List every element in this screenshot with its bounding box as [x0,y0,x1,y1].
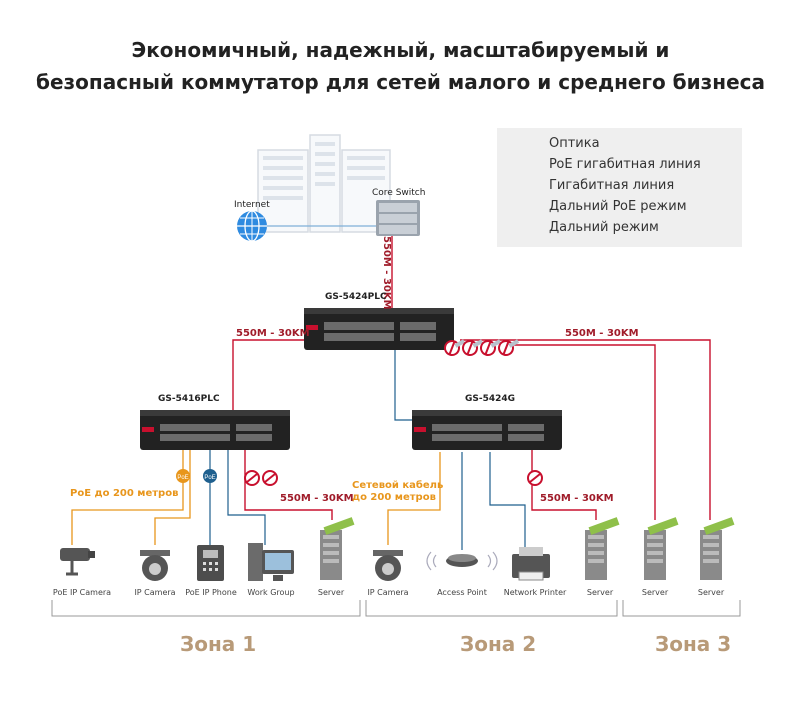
legend-item-poe-gigabit: PoE гигабитная линия [497,155,742,175]
left-server-distance: 550M - 30KM [280,493,354,504]
legend-label: Дальний режим [549,220,659,235]
device-label: IP Camera [367,588,409,597]
right-switch-label: GS-5424G [465,394,516,404]
right-server-distance: 550M - 30KM [540,493,614,504]
device-label: Server [697,588,725,597]
cable-range-note: Сетевой кабель до 200 метров [352,480,444,503]
device-label: IP Camera [134,588,176,597]
legend-label: Гигабитная линия [549,178,675,193]
legend-item-long-poe: Дальний PoE режим [497,197,742,217]
legend: Оптика PoE гигабитная линия Гигабитная л… [497,128,742,247]
globe-icon [237,210,267,242]
poe-range-note: PoE до 200 метров [70,488,179,499]
zone-3-label: Зона 3 [655,632,732,656]
legend-item-gigabit: Гигабитная линия [497,176,742,196]
fiber-links [232,236,711,520]
workstation-icon [248,543,294,581]
main-switch-icon [304,308,454,350]
ip-camera-icon [60,548,95,576]
ip-phone-icon [197,545,224,581]
zone-2-label: Зона 2 [460,632,537,656]
server-icon [585,517,620,580]
device-label: Network Printer [503,588,567,597]
legend-item-long: Дальний режим [497,218,742,238]
left-switch-label: GS-5416PLC [158,394,220,404]
device-label: Work Group [247,588,295,597]
core-switch-icon [376,200,420,236]
zone-1-label: Зона 1 [180,632,257,656]
legend-label: PoE гигабитная линия [549,157,701,172]
device-label: Access Point [437,588,487,597]
zone-brackets [51,600,741,617]
server-icon [644,517,679,580]
core-switch-label: Core Switch [372,188,426,198]
device-label: Server [317,588,345,597]
legend-item-fiber: Оптика [497,134,742,154]
device-label: PoE IP Phone [185,588,237,597]
legend-label: Оптика [549,136,600,151]
device-label: Server [641,588,669,597]
device-label: Server [586,588,614,597]
left-switch-icon [140,410,290,450]
office-building-icon [257,134,391,233]
dome-camera-icon [373,550,403,581]
device-label: PoE IP Camera [52,588,112,597]
server-icon [700,517,735,580]
page-title: Экономичный, надежный, масштабируемый и [131,38,670,62]
server-icon [320,517,355,580]
printer-icon [512,547,550,581]
main-switch-label: GS-5424PLC [325,292,387,302]
legend-label: Дальний PoE режим [549,199,687,214]
access-point-icon [426,551,498,571]
svg-text:PoE: PoE [204,475,215,481]
svg-text:PoE: PoE [177,475,188,481]
poe-badge-icons: PoE PoE [176,469,217,483]
internet-label: Internet [234,200,270,210]
main-right-distance: 550M - 30KM [565,328,639,339]
main-left-distance: 550M - 30KM [236,328,310,339]
dome-camera-icon [140,550,170,581]
gigabit-links [209,348,526,560]
sfp-transceiver-icons [244,339,543,486]
page-subtitle: безопасный коммутатор для сетей малого и… [36,70,765,94]
right-switch-icon [412,410,562,450]
